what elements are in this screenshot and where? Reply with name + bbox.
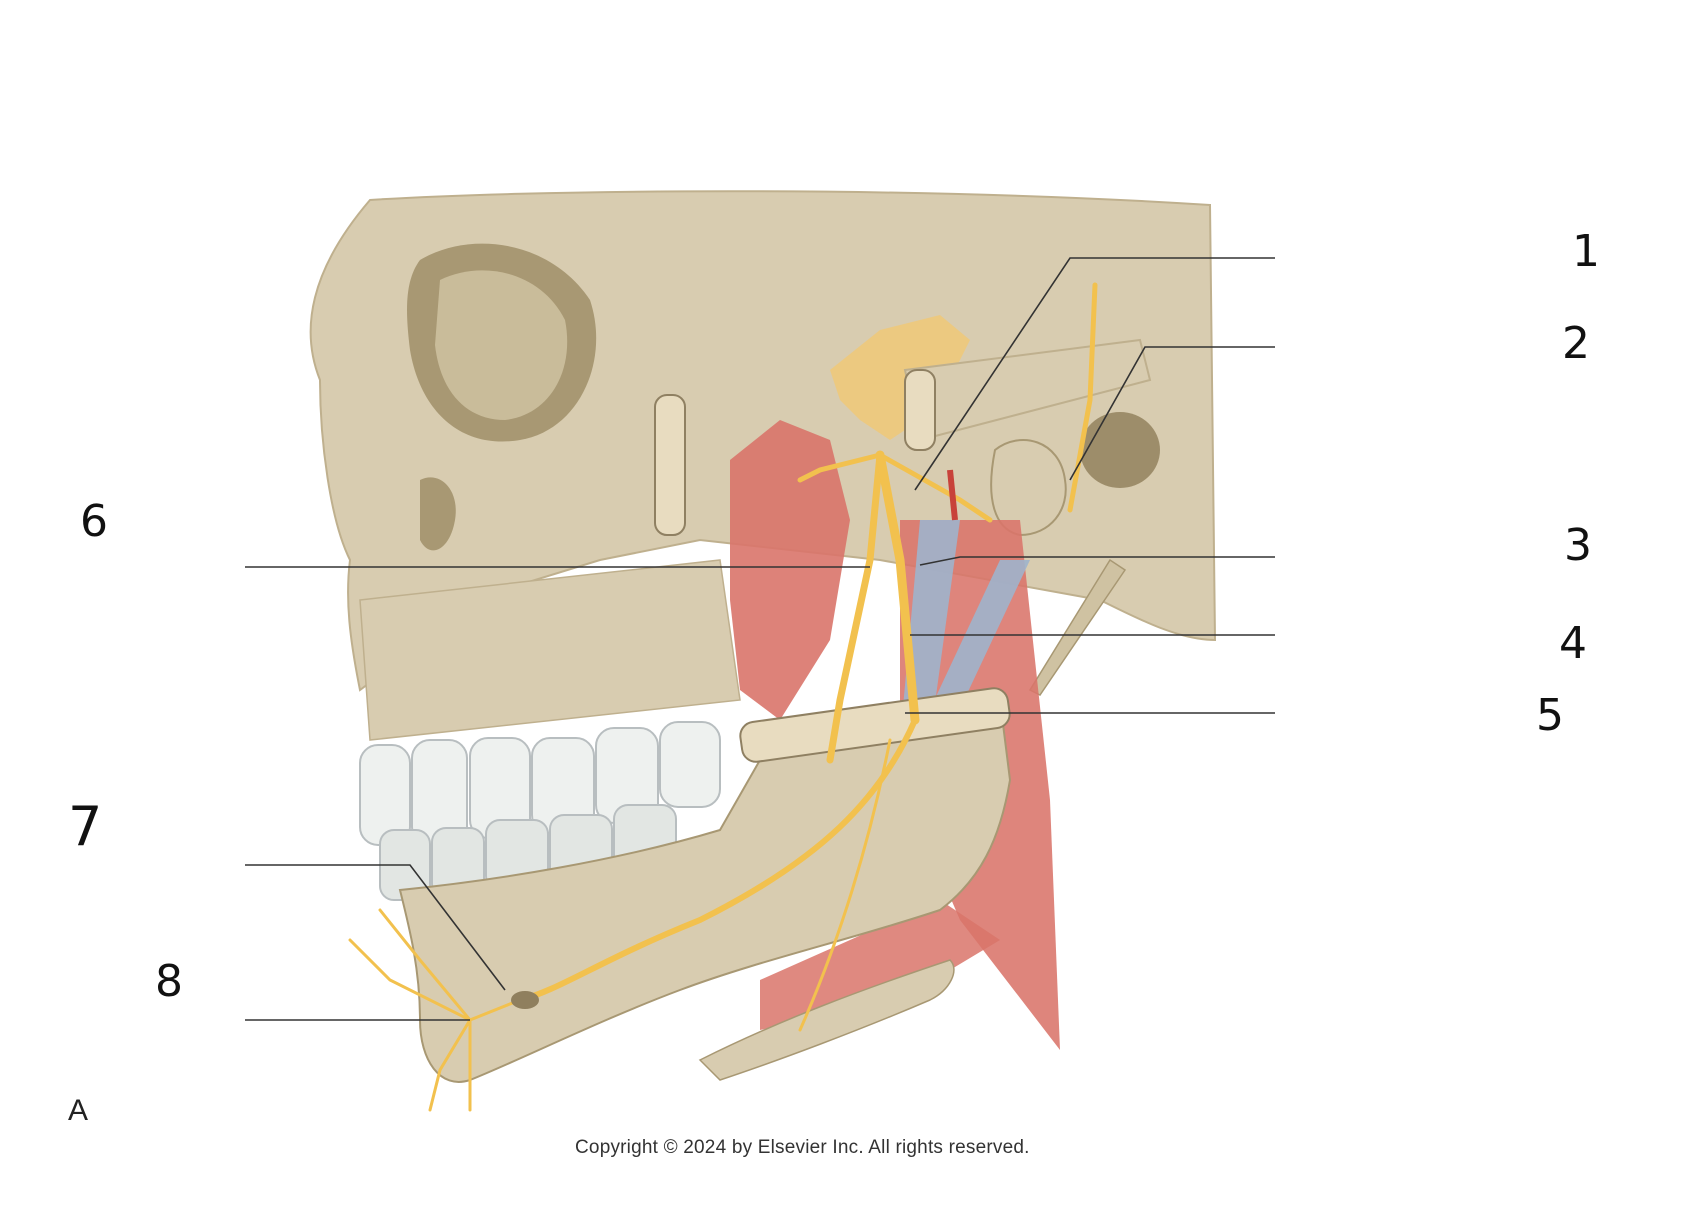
leader-lines bbox=[245, 257, 1275, 1021]
artery bbox=[947, 469, 958, 521]
pterygoid-muscle bbox=[730, 420, 850, 720]
label-number-1: 1 bbox=[1572, 226, 1600, 277]
mental-foramen bbox=[511, 991, 539, 1009]
muscle-lower bbox=[760, 900, 1000, 1030]
hyoid-edge bbox=[698, 959, 955, 1081]
label-number-4: 4 bbox=[1559, 618, 1587, 669]
external-acoustic-meatus bbox=[1080, 412, 1160, 488]
panel-letter: A bbox=[68, 1094, 89, 1127]
label-number-6: 6 bbox=[80, 496, 108, 547]
upper-teeth bbox=[359, 721, 721, 846]
zygomatic-cut bbox=[654, 394, 686, 536]
maxilla bbox=[359, 559, 741, 741]
label-number-3: 3 bbox=[1564, 520, 1592, 571]
label-number-5: 5 bbox=[1536, 690, 1564, 741]
orbit-inner bbox=[435, 270, 568, 420]
label-number-2: 2 bbox=[1562, 318, 1590, 369]
mandibular-condyle bbox=[990, 439, 1067, 537]
leader-line-1 bbox=[914, 257, 1275, 491]
styloid-process bbox=[1028, 558, 1127, 696]
label-number-8: 8 bbox=[155, 956, 183, 1007]
leader-line-7 bbox=[245, 864, 506, 991]
leader-line-2 bbox=[1069, 346, 1275, 481]
mandible-cut bbox=[739, 687, 1011, 763]
sphenoid-yellow bbox=[830, 315, 970, 440]
mandibular-nerve-branches bbox=[348, 282, 1098, 1112]
nasal-aperture bbox=[420, 477, 456, 551]
copyright-notice: Copyright © 2024 by Elsevier Inc. All ri… bbox=[575, 1137, 1030, 1158]
label-number-7: 7 bbox=[68, 795, 103, 858]
arch-cut bbox=[904, 369, 936, 451]
stylomandibular-ligament bbox=[925, 560, 1030, 730]
leader-line-3 bbox=[919, 556, 1275, 566]
